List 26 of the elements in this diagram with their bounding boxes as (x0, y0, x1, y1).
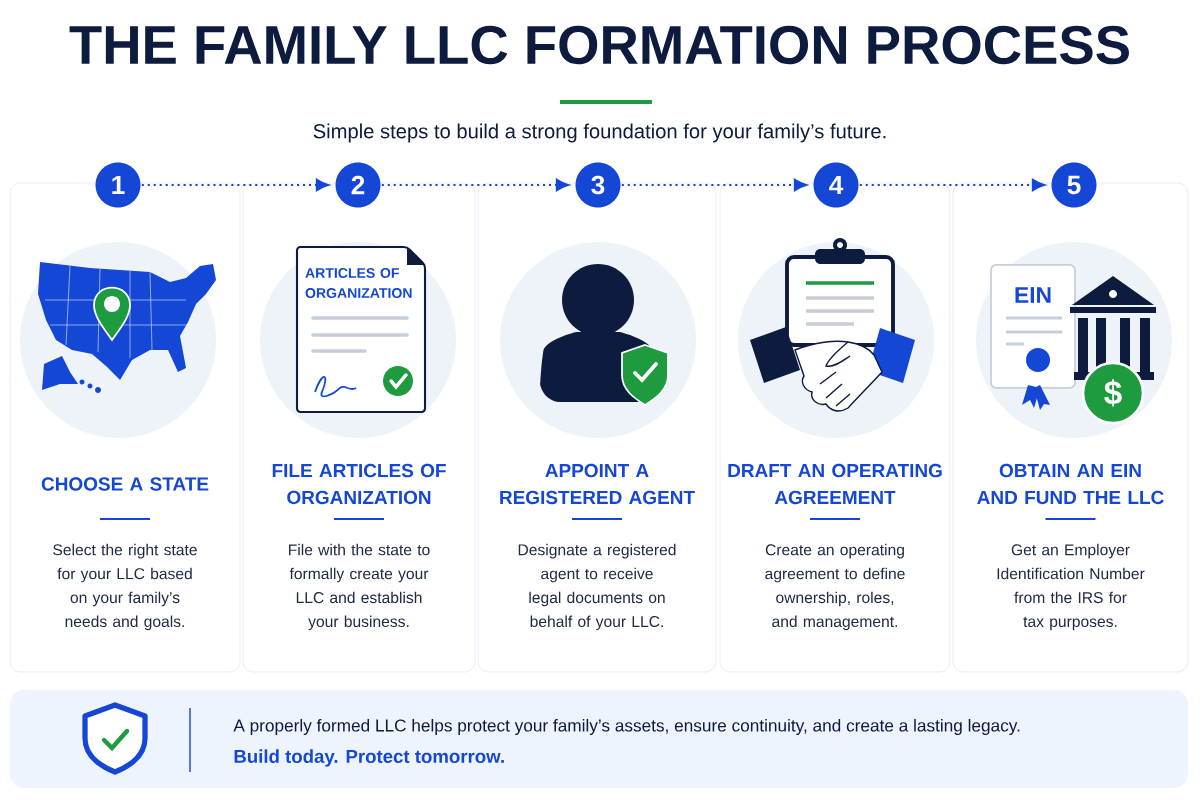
step-heading: DRAFT AN OPERATING AGREEMENT (728, 463, 942, 505)
step-description: File with the state to formally create your LLC and establish your business. (289, 543, 430, 631)
document-title: ARTICLES OF ORGANIZATION (305, 268, 412, 298)
arrow (859, 178, 1045, 192)
step-heading: FILE ARTICLES OF ORGANIZATION (272, 463, 446, 505)
step-number: 1 (95, 162, 141, 208)
slogan: Build today. Protect tomorrow. (234, 749, 504, 767)
step-heading: CHOOSE A STATE (41, 477, 209, 491)
banner-text: A properly formed LLC helps protect your family’s assets, ensure continuity, and create a lasting legacy. (233, 718, 1020, 736)
dollar-sign: $ (1104, 379, 1122, 407)
arrow (381, 178, 569, 192)
step-number: 3 (575, 162, 621, 208)
step-heading: APPOINT A REGISTERED AGENT (500, 463, 695, 505)
subtitle: Simple steps to build a strong foundation for your family’s future. (313, 123, 886, 143)
step-description: Get an Employer Identification Number from the IRS for tax purposes. (997, 543, 1145, 631)
arrow (141, 178, 329, 192)
certificate-title: EIN (1015, 287, 1051, 303)
step-number: 5 (1051, 162, 1097, 208)
arrow (621, 178, 807, 192)
title: THE FAMILY LLC FORMATION PROCESS (69, 25, 1129, 65)
step-description: Select the right state for your LLC based on your family’s needs and goals. (53, 543, 197, 631)
step-heading: OBTAIN AN EIN AND FUND THE LLC (977, 463, 1164, 505)
step-number: 4 (813, 162, 859, 208)
step-number: 2 (335, 162, 381, 208)
step-description: Create an operating agreement to define ownership, roles, and management. (765, 543, 905, 631)
step-description: Designate a registered agent to receive legal documents on behalf of your LLC. (518, 543, 676, 631)
